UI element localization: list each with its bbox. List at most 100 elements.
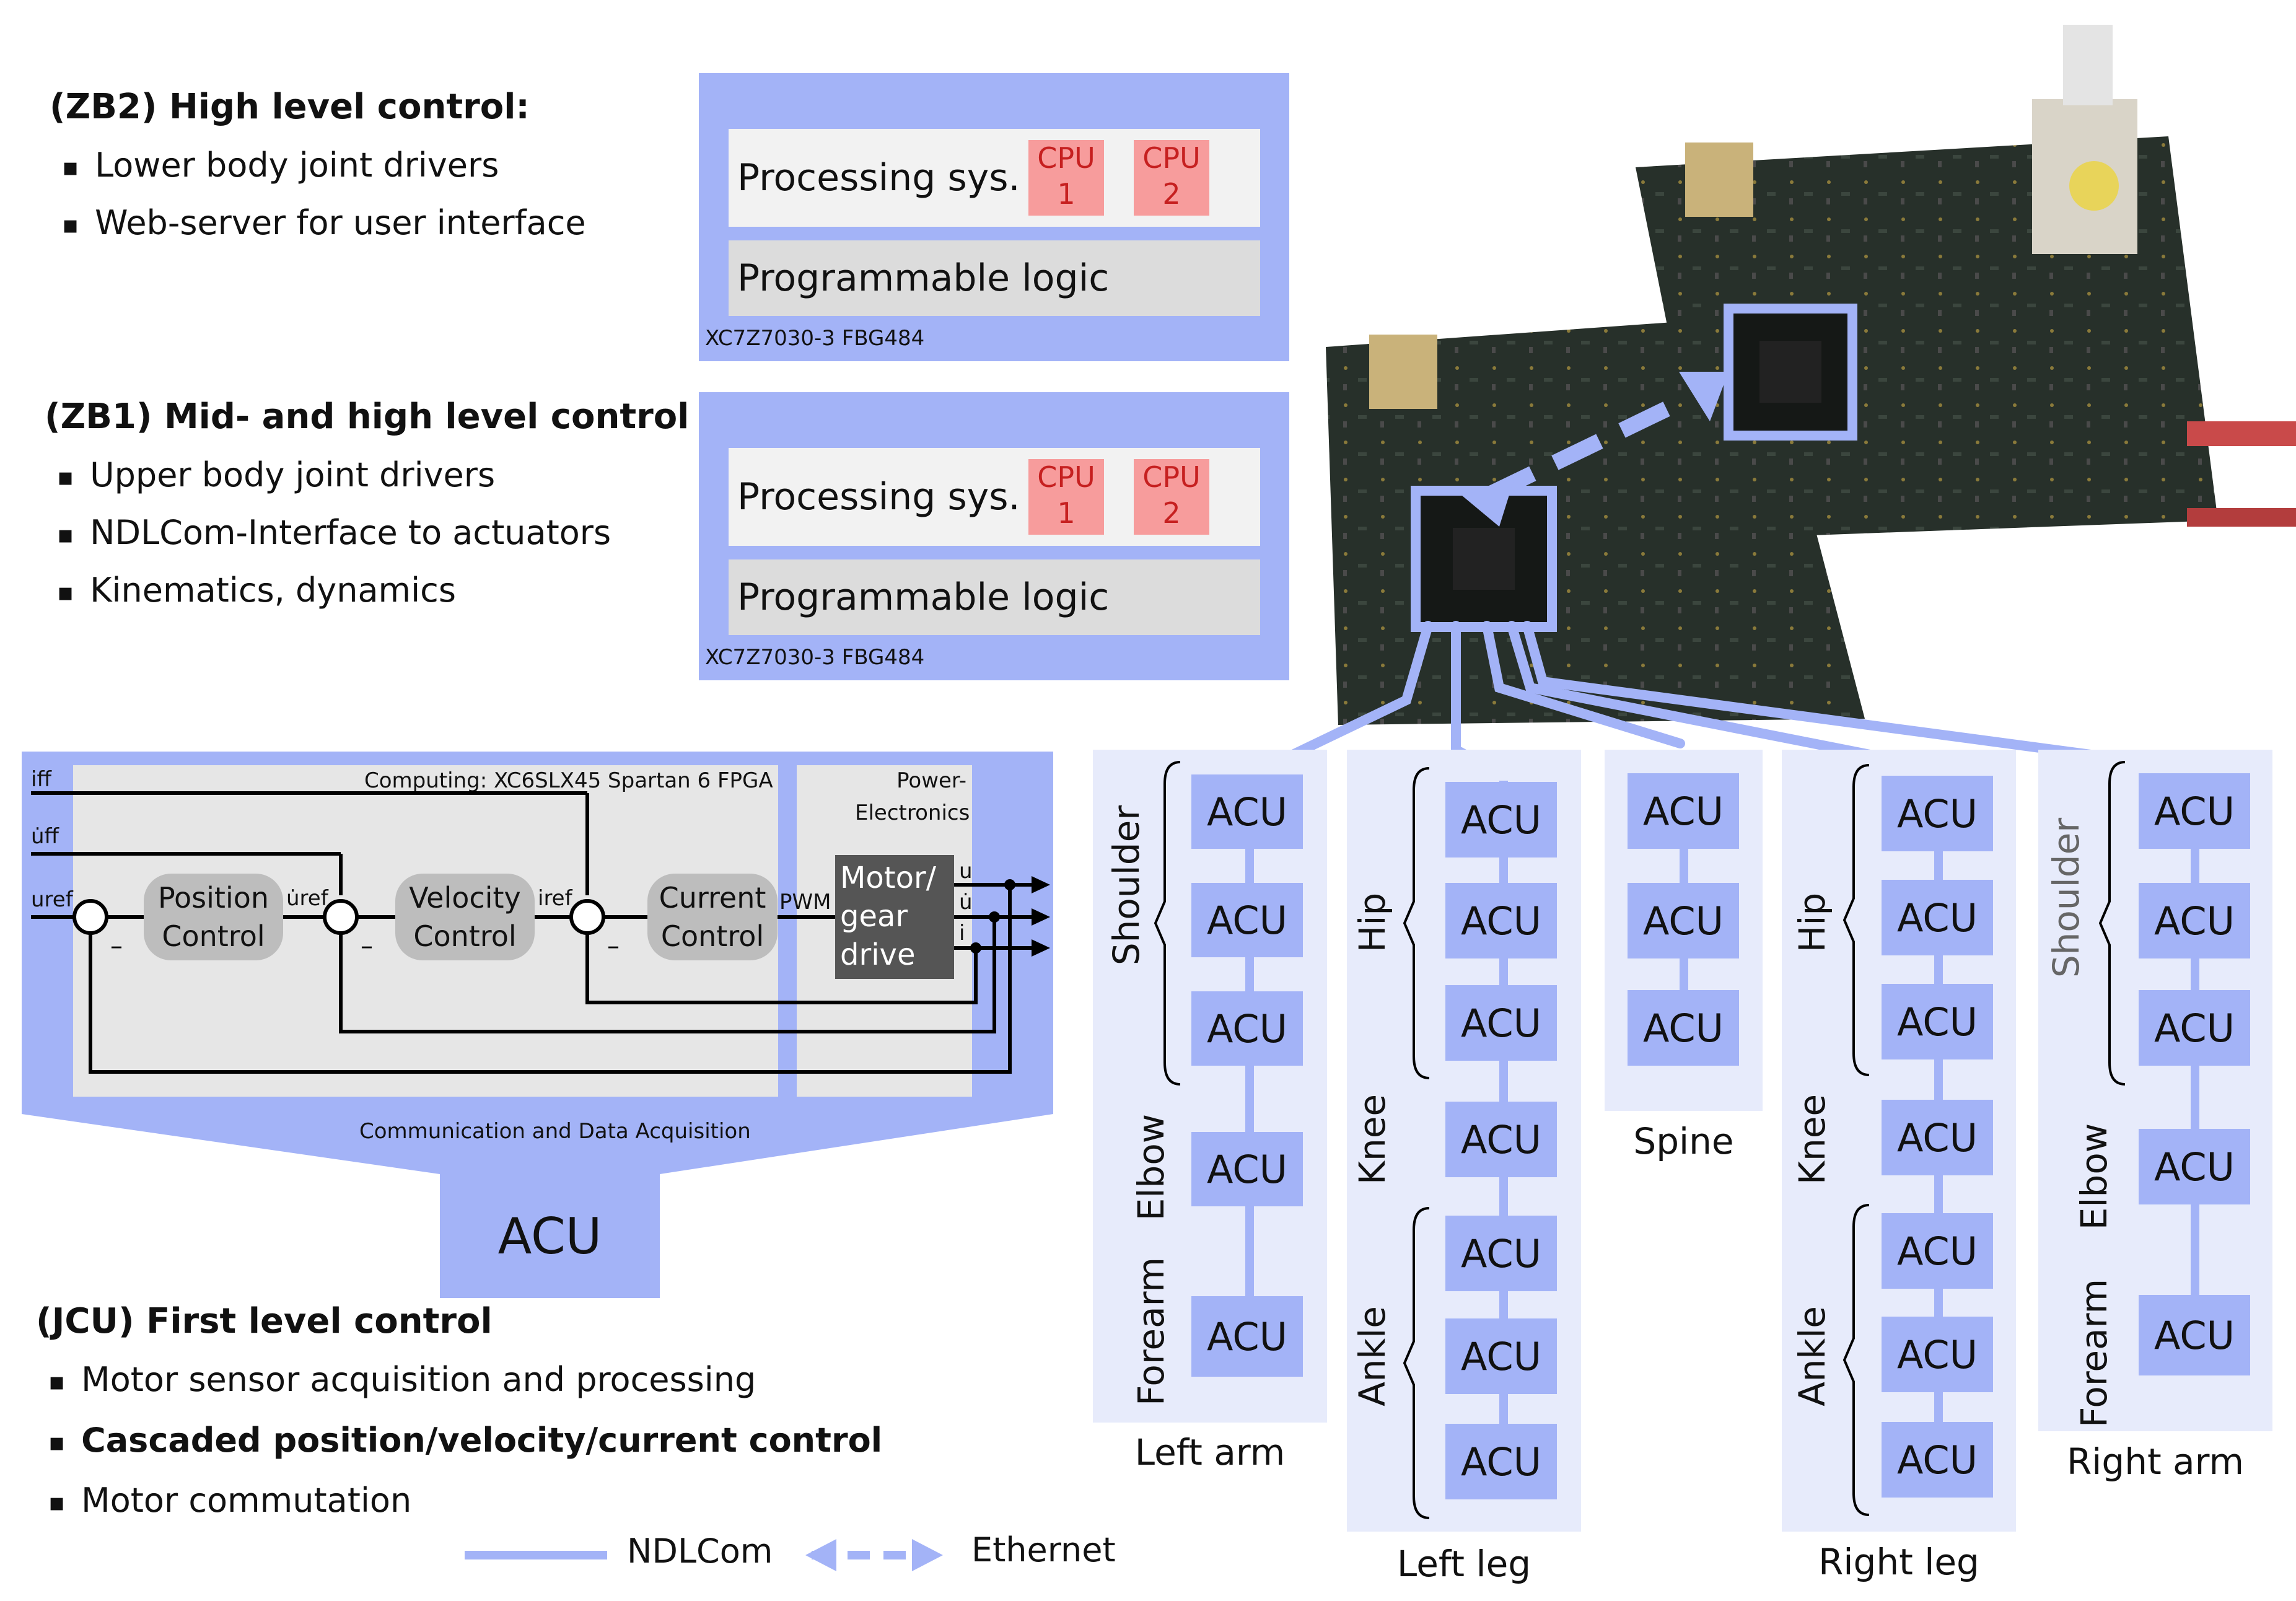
tap-i (970, 942, 981, 954)
right-arm-acu-2: ACU (2139, 883, 2250, 958)
zb1-bullet-3: Kinematics, dynamics (57, 571, 456, 610)
current-control-line2: Control (660, 919, 765, 953)
right-leg-acu-4: ACU (1882, 1100, 1993, 1175)
sum-junction-1 (72, 899, 108, 935)
ethernet-link (1483, 401, 1670, 503)
legend-ndlcom: NDLCom (627, 1532, 773, 1571)
left-leg-acu-2: ACU (1445, 883, 1557, 958)
out-i-arrow (1032, 939, 1050, 957)
zb2-bullet-1: Lower body joint drivers (62, 146, 499, 185)
zb2-bullet-2: Web-server for user interface (62, 203, 586, 242)
zb1-programmable-logic: Programmable logic (729, 559, 1260, 635)
left-leg-ankle-label: Ankle (1351, 1306, 1393, 1406)
current-control-line1: Current (659, 881, 766, 915)
zb2-cpu1-label: CPU (1037, 141, 1095, 175)
signal-iref: iref (538, 886, 572, 911)
zb2-part-number: XC7Z7030-3 FBG484 (705, 326, 925, 351)
spine-acu-3: ACU (1628, 990, 1739, 1066)
right-leg-knee-label: Knee (1791, 1094, 1833, 1185)
zb1-heading: (ZB1) Mid- and high level control (45, 397, 690, 437)
cable-plug (2063, 25, 2113, 105)
zb2-fpga-chip (1759, 341, 1821, 403)
left-leg-acu-7: ACU (1445, 1424, 1557, 1499)
signal-out-u: u (959, 859, 973, 884)
power-label-1: Power- (896, 768, 966, 793)
power-wire-1 (2187, 421, 2296, 446)
zb1-cpu1-label: CPU (1037, 460, 1095, 494)
power-label-2: Electronics (855, 801, 970, 825)
right-leg-acu-1: ACU (1882, 776, 1993, 851)
right-leg-acu-6: ACU (1882, 1317, 1993, 1392)
jcu-bullet-3: Motor commutation (48, 1481, 411, 1520)
zb1-processing-label: Processing sys. (737, 475, 1020, 519)
position-control-line2: Control (162, 919, 265, 953)
zb1-bullet-1: Upper body joint drivers (57, 455, 495, 494)
right-leg-hip-brace (1842, 764, 1870, 1076)
usb-connector-zb1 (1369, 335, 1437, 409)
right-leg-acu-7: ACU (1882, 1422, 1993, 1498)
zb1-part-number: XC7Z7030-3 FBG484 (705, 645, 925, 670)
power-wire-2 (2187, 508, 2296, 527)
udot-feedback-wire (339, 917, 996, 1033)
ethernet-legend-arrow-left (805, 1539, 836, 1571)
left-leg-ankle-brace (1403, 1207, 1430, 1519)
zb1-cpu-2: CPU 2 (1134, 459, 1209, 535)
zb2-processing-system: Processing sys. CPU 1 CPU 2 (729, 129, 1260, 227)
left-leg-hip-label: Hip (1351, 892, 1393, 953)
acu-big-box: ACU (440, 1174, 660, 1298)
motor-line1: Motor/ (840, 861, 936, 895)
left-leg-name: Left leg (1396, 1543, 1531, 1585)
right-leg-acu-2: ACU (1882, 880, 1993, 955)
acu-funnel-shape (22, 1114, 1053, 1174)
zb1-fpga-chip (1453, 528, 1515, 590)
left-leg-acu-5: ACU (1445, 1216, 1557, 1291)
left-leg-hip-brace (1403, 767, 1430, 1079)
spine-acu-1: ACU (1628, 773, 1739, 849)
right-arm-name: Right arm (2066, 1441, 2245, 1483)
right-leg-acu-3: ACU (1882, 984, 1993, 1059)
signal-out-udot: u̇ (959, 890, 973, 915)
zb2-cpu2-label: CPU (1142, 141, 1201, 175)
signal-out-i: i (959, 921, 965, 945)
out-udot-arrow (1032, 908, 1050, 926)
zb1-cpu2-label: CPU (1142, 460, 1201, 494)
zb2-programmable-logic: Programmable logic (729, 240, 1260, 316)
zb2-heading: (ZB2) High level control: (50, 87, 530, 127)
left-arm-forearm-label: Forearm (1130, 1257, 1172, 1406)
zb2-chip: Processing sys. CPU 1 CPU 2 Programmable… (699, 73, 1289, 361)
comm-label: Communication and Data Acquisition (359, 1119, 751, 1144)
signal-uref: uref (31, 887, 73, 912)
left-arm-acu-3: ACU (1191, 991, 1303, 1066)
right-arm-elbow-label: Elbow (2073, 1123, 2115, 1230)
zb2-cpu2-number: 2 (1162, 177, 1181, 211)
zb1-chip: Processing sys. CPU 1 CPU 2 Programmable… (699, 392, 1289, 680)
right-leg-ankle-label: Ankle (1791, 1306, 1833, 1406)
left-arm-name: Left arm (1134, 1431, 1286, 1473)
velocity-control-line1: Velocity (409, 881, 521, 915)
left-leg-acu-4: ACU (1445, 1102, 1557, 1177)
legend-symbols (465, 1539, 943, 1571)
right-leg-acu-5: ACU (1882, 1213, 1993, 1289)
minus-sign-3: – (607, 932, 620, 960)
jcu-bullet-2: Cascaded position/velocity/current contr… (48, 1421, 882, 1460)
zb2-cpu-1: CPU 1 (1028, 140, 1104, 216)
zb1-processing-system: Processing sys. CPU 1 CPU 2 (729, 448, 1260, 546)
board-photo (1326, 25, 2296, 725)
zb1-cpu2-number: 2 (1162, 496, 1181, 530)
ndlcom-line-right-leg (1507, 621, 1944, 773)
right-leg-ankle-brace (1842, 1204, 1870, 1516)
signal-pwm: PWM (779, 890, 831, 915)
motor-line3: drive (840, 937, 916, 972)
minus-sign-1: – (110, 932, 123, 960)
tap-udot (989, 911, 1000, 923)
ethernet-arrowhead-2 (1462, 477, 1515, 527)
zb1-cpu-1: CPU 1 (1028, 459, 1104, 535)
legend-ethernet: Ethernet (971, 1530, 1116, 1569)
label-sticker (2069, 161, 2119, 211)
computing-label: Computing: XC6SLX45 Spartan 6 FPGA (364, 768, 773, 793)
right-arm-shoulder-brace (2098, 761, 2126, 1086)
